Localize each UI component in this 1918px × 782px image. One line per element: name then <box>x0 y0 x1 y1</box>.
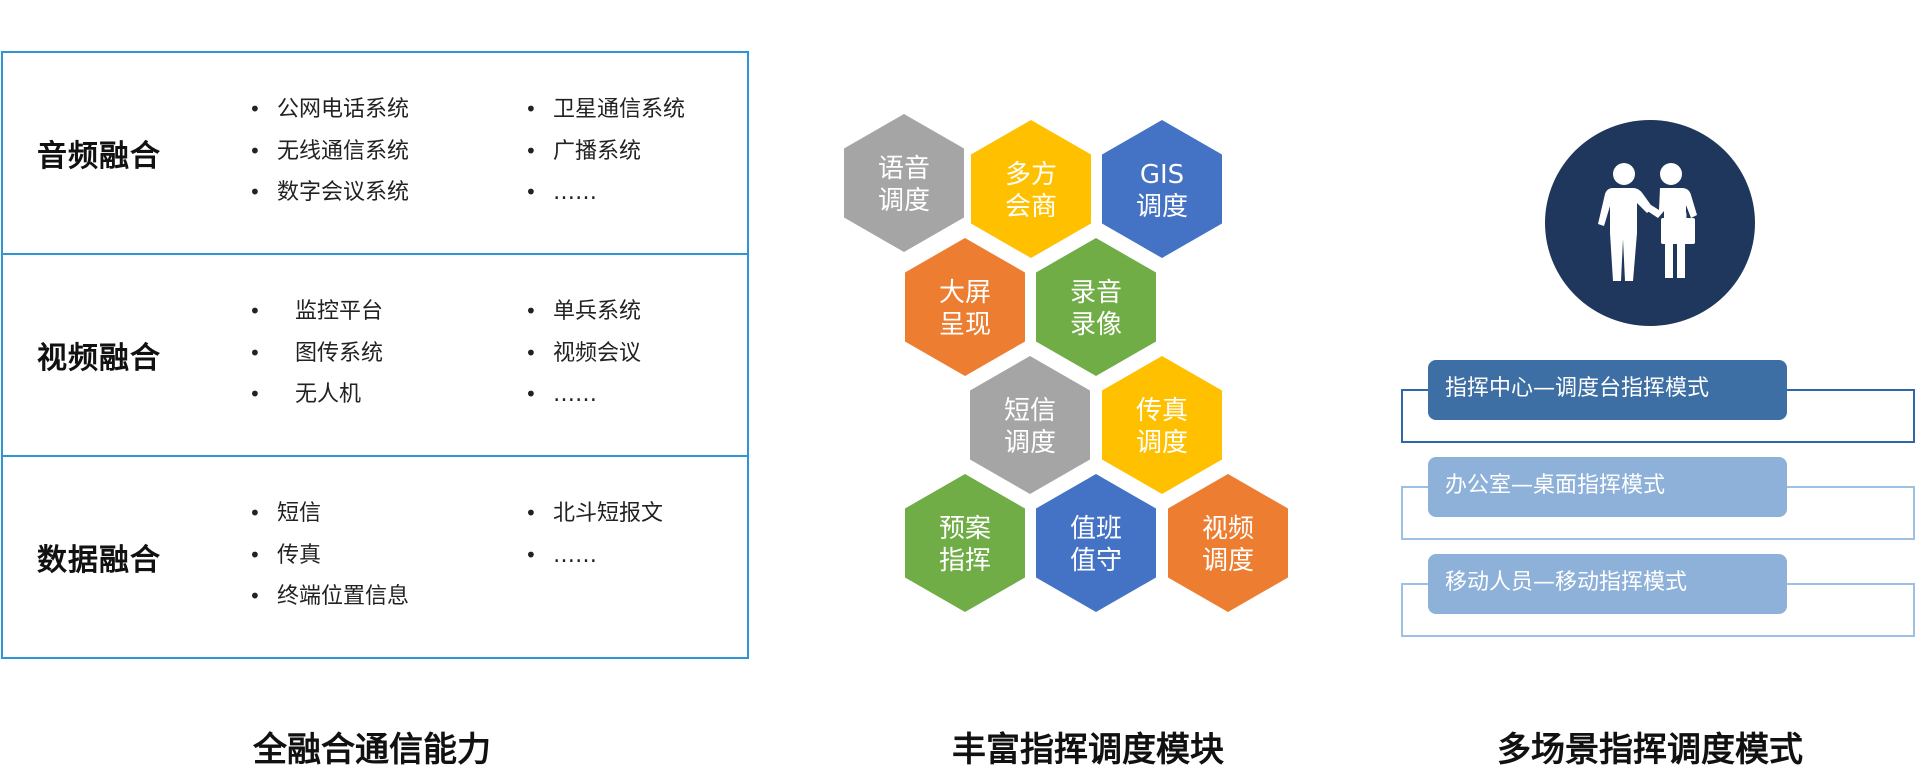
hex-label: 值守 <box>1070 546 1122 576</box>
mode-badge <box>1545 120 1755 326</box>
list-item: 终端位置信息 <box>249 576 409 618</box>
system-list: 单兵系统 视频会议 …… <box>525 291 641 416</box>
list-item: 卫星通信系统 <box>525 89 685 131</box>
hex-shape <box>844 114 964 252</box>
mode-office-desktop[interactable]: 办公室—桌面指挥模式 <box>1428 457 1787 517</box>
hex-label: 调度 <box>1136 192 1188 222</box>
system-list: 监控平台 图传系统 无人机 <box>249 291 383 416</box>
hex-shape <box>970 356 1090 494</box>
system-list: 卫星通信系统 广播系统 …… <box>525 89 685 214</box>
list-item: 公网电话系统 <box>249 89 409 131</box>
hex-label: 指挥 <box>939 546 991 576</box>
hex-shape <box>905 474 1025 612</box>
row-title: 数据融合 <box>37 543 161 578</box>
video-fusion-row: 视频融合 监控平台 图传系统 无人机 单兵系统 视频会议 …… <box>1 253 749 457</box>
list-item: 图传系统 <box>249 333 383 375</box>
list-item: …… <box>525 535 663 577</box>
system-list: 短信 传真 终端位置信息 <box>249 493 409 618</box>
hex-shape <box>1168 474 1288 612</box>
hex-label: 值班 <box>1070 514 1122 544</box>
mode-command-center[interactable]: 指挥中心—调度台指挥模式 <box>1428 360 1787 420</box>
list-item: 视频会议 <box>525 333 641 375</box>
row-title: 视频融合 <box>37 341 161 376</box>
list-item: 广播系统 <box>525 131 685 173</box>
list-item: 单兵系统 <box>525 291 641 333</box>
hex-label: 录像 <box>1070 310 1122 340</box>
hex-label: 短信 <box>1004 396 1056 426</box>
handshake-icon <box>1598 163 1697 281</box>
hex-label: 调度 <box>1202 546 1254 576</box>
hex-shape <box>1102 120 1222 258</box>
hex-label: 多方 <box>1005 160 1057 190</box>
hex-shape <box>1036 238 1156 376</box>
system-list: 公网电话系统 无线通信系统 数字会议系统 <box>249 89 409 214</box>
audio-fusion-row: 音频融合 公网电话系统 无线通信系统 数字会议系统 卫星通信系统 广播系统 …… <box>1 51 749 255</box>
system-list: 北斗短报文 …… <box>525 493 663 576</box>
list-item: …… <box>525 374 641 416</box>
hex-label: 会商 <box>1005 192 1057 222</box>
list-item: 数字会议系统 <box>249 172 409 214</box>
hex-label: 呈现 <box>939 310 991 340</box>
hex-label: 语音 <box>878 154 930 184</box>
hex-label: 录音 <box>1070 278 1122 308</box>
mode-mobile-personnel[interactable]: 移动人员—移动指挥模式 <box>1428 554 1787 614</box>
list-item: 监控平台 <box>249 291 383 333</box>
hex-shape <box>905 238 1025 376</box>
hex-label: GIS <box>1140 160 1184 190</box>
hex-shape <box>1036 474 1156 612</box>
modules-caption: 丰富指挥调度模块 <box>952 730 1224 770</box>
list-item: 无人机 <box>249 374 383 416</box>
hex-shape <box>1102 356 1222 494</box>
data-fusion-row: 数据融合 短信 传真 终端位置信息 北斗短报文 …… <box>1 455 749 659</box>
hex-label: 调度 <box>1004 428 1056 458</box>
fusion-caption: 全融合通信能力 <box>253 730 491 770</box>
hex-label: 传真 <box>1136 396 1188 426</box>
hex-shape <box>971 120 1091 258</box>
list-item: …… <box>525 172 685 214</box>
fusion-table: 音频融合 公网电话系统 无线通信系统 数字会议系统 卫星通信系统 广播系统 ……… <box>1 51 749 659</box>
hex-label: 调度 <box>878 186 930 216</box>
list-item: 短信 <box>249 493 409 535</box>
list-item: 传真 <box>249 535 409 577</box>
hex-label: 预案 <box>939 514 991 544</box>
row-title: 音频融合 <box>37 139 161 174</box>
list-item: 无线通信系统 <box>249 131 409 173</box>
hex-label: 调度 <box>1136 428 1188 458</box>
hex-label: 大屏 <box>939 278 991 308</box>
list-item: 北斗短报文 <box>525 493 663 535</box>
modes-caption: 多场景指挥调度模式 <box>1497 730 1803 770</box>
hex-label: 视频 <box>1202 514 1254 544</box>
